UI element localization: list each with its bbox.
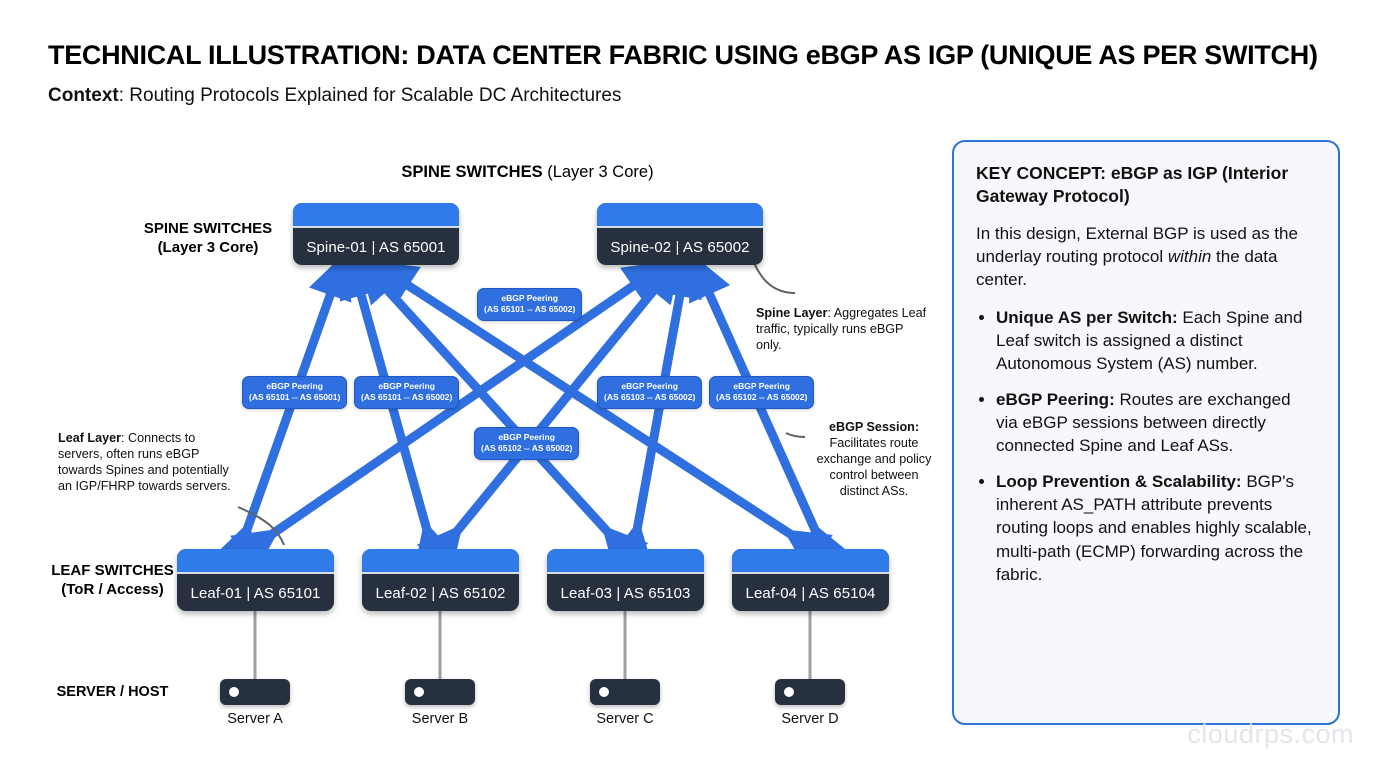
annotation-ebgp-session: eBGP Session: Facilitates route exchange… <box>812 419 936 500</box>
peering-label-right-1-pair: (AS 65103 -- AS 65002) <box>604 392 696 403</box>
row-label-spine-line1: SPINE SWITCHES <box>143 220 273 237</box>
key-concept-bullet-loop-prevention-bold: Loop Prevention & Scalability: <box>996 472 1242 492</box>
server-led-icon <box>784 687 794 697</box>
annotation-leaf-layer: Leaf Layer: Connects to servers, often r… <box>58 430 240 494</box>
leaf-switch-04[interactable]: Leaf-04 | AS 65104 <box>732 549 889 611</box>
key-concept-bullet-unique-as: Unique AS per Switch: Each Spine and Lea… <box>996 306 1316 375</box>
fabric-links <box>213 251 851 679</box>
leaf-switch-02-label: Leaf-02 | AS 65102 <box>375 585 506 602</box>
row-label-leaf-line1: LEAF SWITCHES <box>51 562 174 579</box>
spine-switch-01-cap <box>293 203 459 228</box>
spine-section-heading-rest: (Layer 3 Core) <box>542 163 654 181</box>
page-subtitle: Context: Routing Protocols Explained for… <box>48 85 621 107</box>
leaf-switch-04-label: Leaf-04 | AS 65104 <box>745 585 876 602</box>
leaf-switch-03-label: Leaf-03 | AS 65103 <box>560 585 691 602</box>
server-d[interactable] <box>775 679 845 705</box>
spine-switch-01[interactable]: Spine-01 | AS 65001 <box>293 203 459 265</box>
context-label: Context <box>48 85 119 106</box>
leaf-switch-01[interactable]: Leaf-01 | AS 65101 <box>177 549 334 611</box>
peering-label-right-2-title: eBGP Peering <box>733 381 790 391</box>
server-a[interactable] <box>220 679 290 705</box>
key-concept-bullet-ebgp-peering-text: Routes are exchanged via eBGP sessions b… <box>996 389 1291 456</box>
peering-label-left-1-pair: (AS 65101 -- AS 65001) <box>249 392 341 403</box>
key-concept-bullet-list: Unique AS per Switch: Each Spine and Lea… <box>976 306 1316 586</box>
leaf-switch-01-cap <box>177 549 334 574</box>
page-title: TECHNICAL ILLUSTRATION: DATA CENTER FABR… <box>48 40 1318 70</box>
server-c[interactable] <box>590 679 660 705</box>
key-concept-bullet-loop-prevention: Loop Prevention & Scalability: BGP's inh… <box>996 470 1316 586</box>
peering-label-left-2: eBGP Peering (AS 65101 -- AS 65002) <box>354 376 460 409</box>
leaf-switch-02-cap <box>362 549 519 574</box>
annotation-spine-layer-bold: Spine Layer <box>756 306 828 320</box>
peering-label-top-title: eBGP Peering <box>501 293 558 303</box>
annotation-ebgp-session-bold: eBGP Session: <box>828 420 920 434</box>
server-led-icon <box>229 687 239 697</box>
server-b-caption: Server B <box>411 711 469 727</box>
fabric-diagram: SPINE SWITCHES (Layer 3 Core) <box>0 125 940 765</box>
server-a-caption: Server A <box>227 711 283 727</box>
peering-label-right-1: eBGP Peering (AS 65103 -- AS 65002) <box>597 376 703 409</box>
row-label-server: SERVER / HOST <box>56 684 169 700</box>
annotation-leaf-layer-bold: Leaf Layer <box>58 431 121 445</box>
key-concept-lead: In this design, External BGP is used as … <box>976 222 1316 291</box>
spine-section-heading: SPINE SWITCHES (Layer 3 Core) <box>300 163 755 182</box>
annotation-ebgp-session-text: Facilitates route exchange and policy co… <box>816 436 932 499</box>
spine-switch-02-label: Spine-02 | AS 65002 <box>610 239 750 256</box>
peering-label-left-1-title: eBGP Peering <box>266 381 323 391</box>
leaf-switch-02[interactable]: Leaf-02 | AS 65102 <box>362 549 519 611</box>
leaf-switch-03[interactable]: Leaf-03 | AS 65103 <box>547 549 704 611</box>
spine-switch-02-cap <box>597 203 763 228</box>
spine-switch-01-label: Spine-01 | AS 65001 <box>306 239 446 256</box>
peering-label-center-title: eBGP Peering <box>498 432 555 442</box>
peering-label-top: eBGP Peering (AS 65101 -- AS 65002) <box>477 288 583 321</box>
peering-label-left-2-pair: (AS 65101 -- AS 65002) <box>361 392 453 403</box>
peering-label-left-1: eBGP Peering (AS 65101 -- AS 65001) <box>242 376 348 409</box>
leaf-switch-01-label: Leaf-01 | AS 65101 <box>190 585 321 602</box>
server-led-icon <box>599 687 609 697</box>
leader-spine-note <box>754 264 796 294</box>
key-concept-bullet-unique-as-bold: Unique AS per Switch: <box>996 307 1178 327</box>
peering-label-right-2-pair: (AS 65102 -- AS 65002) <box>716 392 808 403</box>
key-concept-bullet-ebgp-peering: eBGP Peering: Routes are exchanged via e… <box>996 388 1316 457</box>
peering-label-right-1-title: eBGP Peering <box>621 381 678 391</box>
annotation-spine-layer: Spine Layer: Aggregates Leaf traffic, ty… <box>756 305 928 353</box>
watermark: cloudrps.com <box>1187 719 1354 749</box>
peering-label-left-2-title: eBGP Peering <box>378 381 435 391</box>
row-label-leaf-line2: (ToR / Access) <box>61 580 164 598</box>
leader-session-note <box>785 432 806 438</box>
server-d-caption: Server D <box>781 711 839 727</box>
peering-label-right-2: eBGP Peering (AS 65102 -- AS 65002) <box>709 376 815 409</box>
key-concept-lead-emphasis: within <box>1167 247 1212 267</box>
peering-label-center: eBGP Peering (AS 65102 -- AS 65002) <box>474 427 580 460</box>
leader-leaf-note <box>237 506 285 546</box>
row-label-spine: SPINE SWITCHES (Layer 3 Core) <box>118 220 298 258</box>
row-label-leaf: LEAF SWITCHES (ToR / Access) <box>30 562 195 600</box>
spine-section-heading-bold: SPINE SWITCHES <box>401 163 543 181</box>
server-c-caption: Server C <box>596 711 654 727</box>
peering-label-top-pair: (AS 65101 -- AS 65002) <box>484 304 576 315</box>
server-b[interactable] <box>405 679 475 705</box>
context-text: Routing Protocols Explained for Scalable… <box>129 85 622 106</box>
peering-label-center-pair: (AS 65102 -- AS 65002) <box>481 443 573 454</box>
annotation-leaf-layer-text: : Connects to servers, often runs eBGP t… <box>58 431 231 494</box>
spine-switch-02[interactable]: Spine-02 | AS 65002 <box>597 203 763 265</box>
key-concept-panel: KEY CONCEPT: eBGP as IGP (Interior Gatew… <box>952 140 1340 725</box>
key-concept-bullet-ebgp-peering-bold: eBGP Peering: <box>996 389 1115 409</box>
leaf-switch-03-cap <box>547 549 704 574</box>
key-concept-heading: KEY CONCEPT: eBGP as IGP (Interior Gatew… <box>976 163 1289 207</box>
leaf-switch-04-cap <box>732 549 889 574</box>
server-led-icon <box>414 687 424 697</box>
key-concept-lead-part1: In this design, External BGP is used as … <box>976 224 1298 267</box>
key-concept-lead-part2: the data center. <box>976 247 1278 290</box>
key-concept-bullet-loop-prevention-text: BGP's inherent AS_PATH attribute prevent… <box>996 472 1312 584</box>
context-separator: : <box>118 85 130 106</box>
annotation-spine-layer-text: : Aggregates Leaf traffic, typically run… <box>756 306 927 353</box>
row-label-spine-line2: (Layer 3 Core) <box>157 238 259 256</box>
key-concept-bullet-unique-as-text: Each Spine and Leaf switch is assigned a… <box>996 307 1303 373</box>
